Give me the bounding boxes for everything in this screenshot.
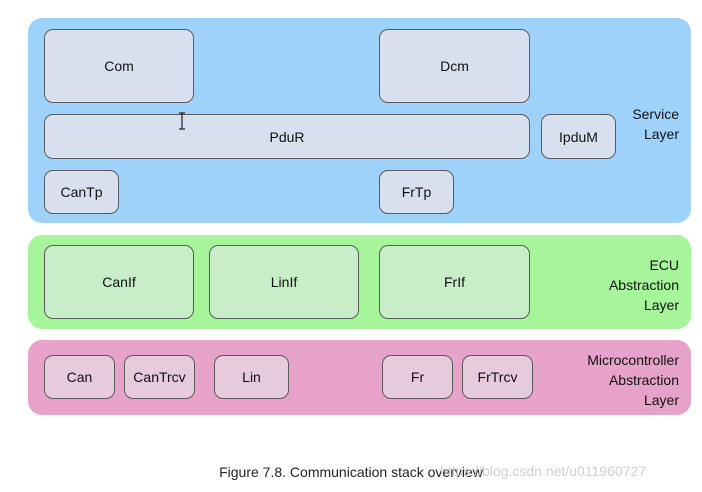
module-dcm[interactable]: Dcm [379,29,530,103]
mcal-label-line-3: Layer [643,392,679,408]
module-com[interactable]: Com [44,29,194,103]
mcal-layer-label: Microcontroller Abstraction Layer [587,350,679,410]
ecu-abstraction-layer: CanIf LinIf FrIf ECU Abstraction Layer [28,235,691,329]
module-linif[interactable]: LinIf [209,245,359,319]
module-canif[interactable]: CanIf [44,245,194,319]
service-label-line-1: Service [632,106,679,122]
ecu-layer-label: ECU Abstraction Layer [609,255,679,315]
watermark: https://blog.csdn.net/u011960727 [440,463,647,479]
mcal-label-line-1: Microcontroller [587,352,679,368]
module-frtrcv[interactable]: FrTrcv [462,355,533,399]
module-cantp[interactable]: CanTp [44,170,119,214]
mcal-label-line-2: Abstraction [608,372,679,388]
module-pdur[interactable]: PduR [44,114,530,159]
module-lin[interactable]: Lin [214,355,289,399]
module-ipdum[interactable]: IpduM [541,114,616,159]
ecu-label-line-2: Abstraction [608,277,679,293]
module-frif[interactable]: FrIf [379,245,530,319]
microcontroller-abstraction-layer: Can CanTrcv Lin Fr FrTrcv Microcontrolle… [28,340,691,415]
ecu-label-line-3: Layer [643,297,679,313]
text-cursor-icon [179,112,185,130]
service-layer-label: Service Layer [632,104,679,144]
module-can[interactable]: Can [44,355,115,399]
module-cantrcv[interactable]: CanTrcv [124,355,195,399]
figure-caption: Figure 7.8. Communication stack overview [219,464,483,480]
ecu-label-line-1: ECU [649,257,679,273]
module-frtp[interactable]: FrTp [379,170,454,214]
module-fr[interactable]: Fr [382,355,453,399]
service-label-line-2: Layer [643,126,679,142]
service-layer: Com Dcm PduR IpduM CanTp FrTp Service La… [28,18,691,223]
